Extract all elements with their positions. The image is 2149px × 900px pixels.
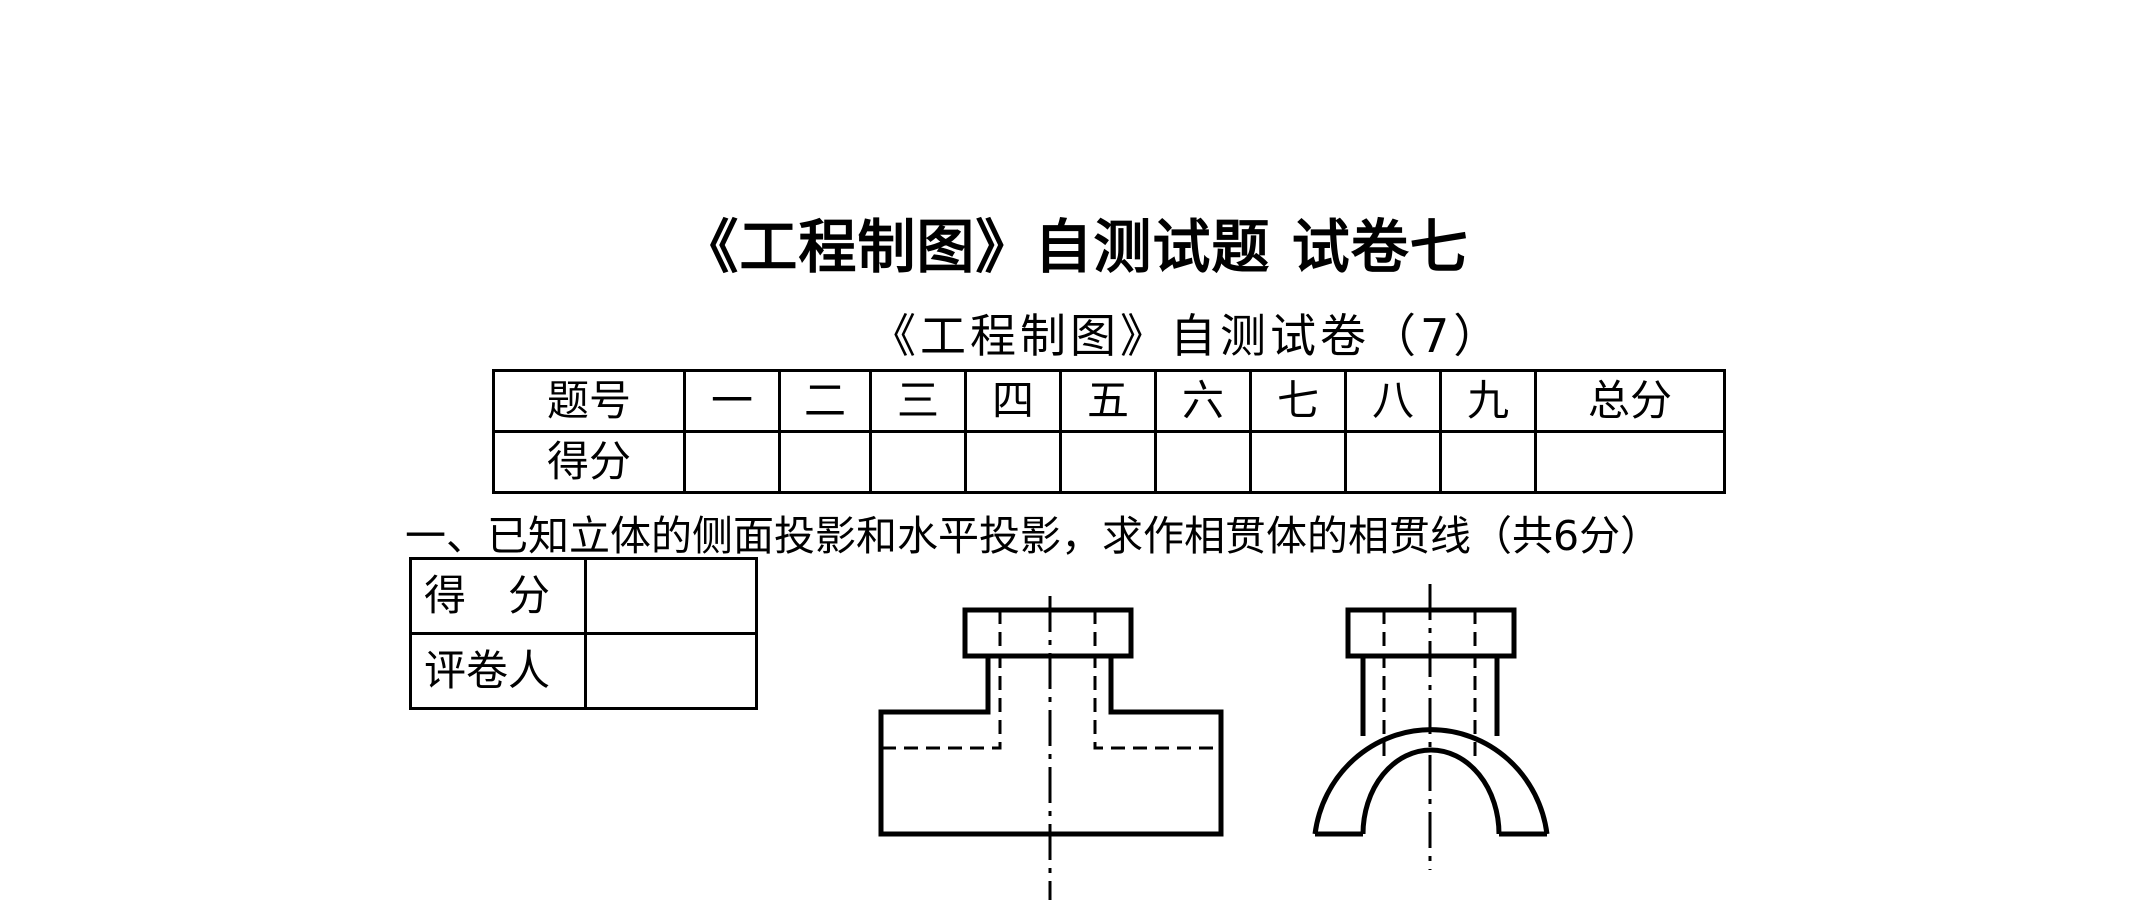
score-cell[interactable] [1344,430,1442,494]
score-header-cell: 七 [1249,369,1347,433]
score-cell[interactable] [1059,430,1157,494]
score-header-cell: 九 [1439,369,1537,433]
score-header-cell: 四 [964,369,1062,433]
score-cell[interactable] [1249,430,1347,494]
score-header-cell: 五 [1059,369,1157,433]
score-header-cell: 一 [683,369,781,433]
side-view-hidden-lines [1382,610,1477,760]
score-table-header-row: 题号 一 二 三 四 五 六 七 八 九 总分 [492,369,1726,433]
score-cell[interactable] [869,430,967,494]
score-table-score-row: 得分 [492,430,1726,494]
grader-score-cell[interactable] [584,557,758,635]
score-cell[interactable] [778,430,872,494]
page-title: 《工程制图》自测试题 试卷七 [680,213,1469,281]
score-header-cell: 三 [869,369,967,433]
side-view-inner-arc [1360,747,1502,835]
grader-name-label: 评卷人 [409,632,587,710]
grader-name-cell[interactable] [584,632,758,710]
score-header-cell: 八 [1344,369,1442,433]
score-cell[interactable] [1154,430,1252,494]
front-view [878,596,1224,900]
front-view-flange [962,607,1134,659]
grader-box: 得 分 评卷人 [409,557,758,710]
grader-score-label: 得 分 [409,557,587,635]
score-cell[interactable] [964,430,1062,494]
score-header-cell: 六 [1154,369,1252,433]
side-view [1312,584,1550,870]
score-cell[interactable] [683,430,781,494]
score-header-cell: 题号 [492,369,686,433]
score-row-label: 得分 [492,430,686,494]
score-cell[interactable] [1439,430,1537,494]
score-cell-total[interactable] [1534,430,1726,494]
score-table: 题号 一 二 三 四 五 六 七 八 九 总分 得分 [492,369,1726,494]
exam-subtitle: 《工程制图》自测试卷（7） [870,309,1504,363]
question-1-text: 一、已知立体的侧面投影和水平投影，求作相贯体的相贯线（共6分） [405,512,1662,560]
front-view-hidden-lines [881,610,1221,750]
score-header-cell: 二 [778,369,872,433]
score-header-cell: 总分 [1534,369,1726,433]
side-view-boss-walls [1360,656,1500,736]
